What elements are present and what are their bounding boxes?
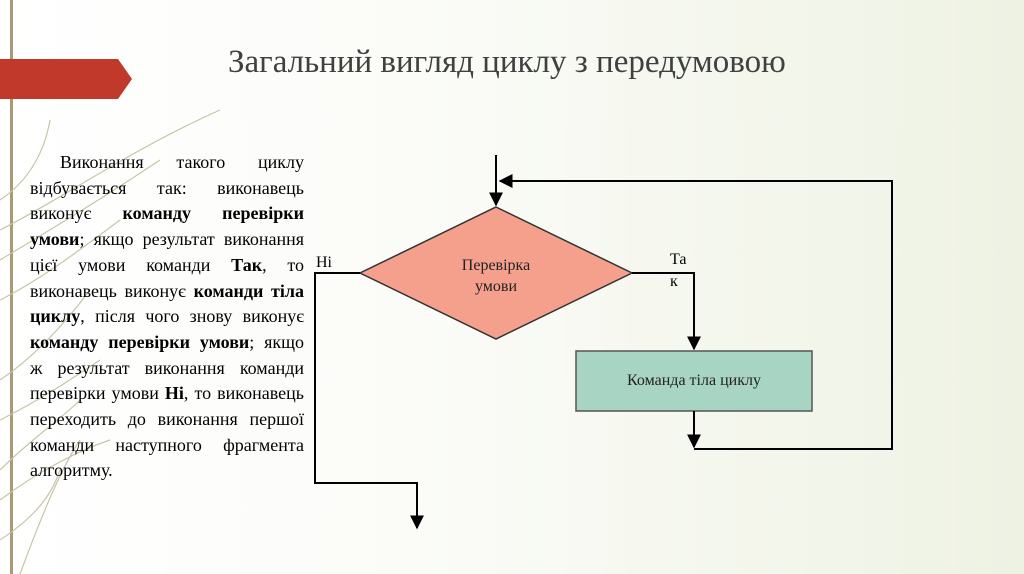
yes-branch-arrow [632,273,694,349]
no-branch-arrow [315,273,417,528]
condition-label: Перевірка умови [444,255,548,297]
yes-label-line1: Та [670,250,686,270]
condition-label-line2: умови [444,276,548,297]
yes-label-line2: к [670,272,678,292]
condition-label-line1: Перевірка [444,255,548,276]
no-label: Ні [316,253,332,273]
loop-body-label: Команда тіла циклу [576,372,812,390]
